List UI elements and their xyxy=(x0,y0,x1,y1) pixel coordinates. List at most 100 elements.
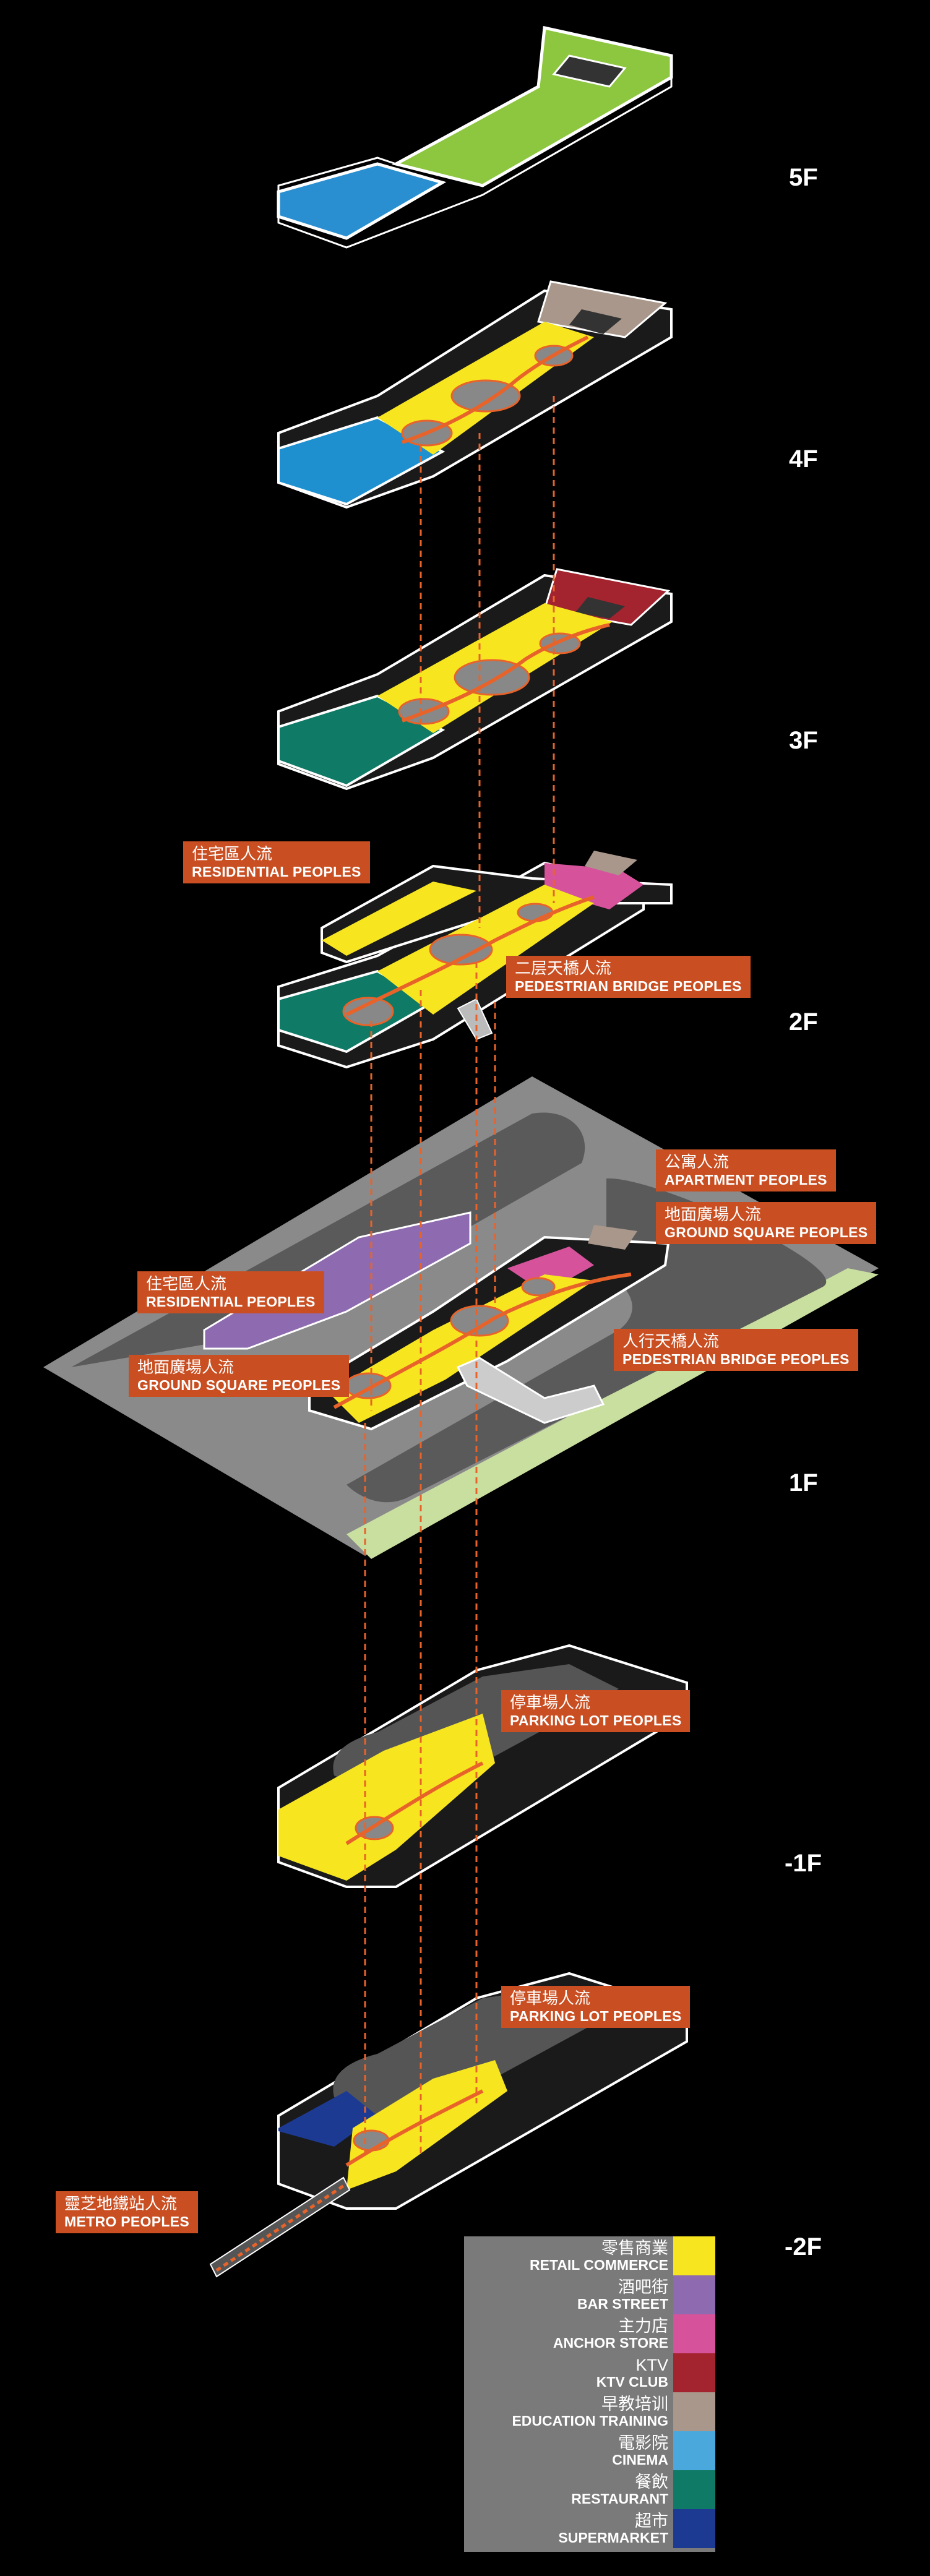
floor-label-3f: 3F xyxy=(789,727,818,754)
legend-en: RESTAURANT xyxy=(571,2491,668,2507)
3f-ktv-void xyxy=(575,597,625,619)
legend-item-cinema: 電影院 CINEMA xyxy=(464,2431,715,2470)
callout-residential-2f: 住宅區人流 RESIDENTIAL PEOPLES xyxy=(183,841,370,884)
1f-bar-street xyxy=(203,1211,471,1350)
callout-ground-square-1f-right: 地面廣場人流 GROUND SQUARE PEOPLES xyxy=(656,1202,877,1245)
legend-text: 超市 SUPERMARKET xyxy=(558,2512,668,2546)
callout-cn: 地面廣場人流 xyxy=(137,1358,235,1376)
5f-green-roof xyxy=(392,25,673,187)
legend-cn: 零售商業 xyxy=(601,2239,668,2257)
b2-metro-flow xyxy=(215,2182,348,2272)
callout-cn: 住宅區人流 xyxy=(146,1274,227,1293)
callout-pedestrian-bridge-1f: 人行天橋人流 PEDESTRIAN BRIDGE PEOPLES xyxy=(614,1329,858,1372)
1f-atrium-3 xyxy=(521,1277,556,1297)
legend-en: RETAIL COMMERCE xyxy=(529,2257,668,2273)
legend-swatch xyxy=(673,2431,715,2470)
callout-parking-b1: 停車場人流 PARKING LOT PEOPLES xyxy=(501,1690,691,1733)
legend-swatch xyxy=(673,2314,715,2353)
4f-cinema-block xyxy=(277,416,446,506)
b2-retail xyxy=(347,2060,507,2190)
floor-2f-plan xyxy=(277,851,673,1069)
callout-cn: 二层天橋人流 xyxy=(515,959,612,977)
callout-en: METRO PEOPLES xyxy=(64,2213,189,2230)
legend-swatch xyxy=(673,2236,715,2275)
floor-label-1f: 1F xyxy=(789,1469,818,1496)
callout-residential-1f: 住宅區人流 RESIDENTIAL PEOPLES xyxy=(137,1271,324,1314)
legend-cn: 電影院 xyxy=(618,2434,668,2452)
2f-atrium-2 xyxy=(429,934,493,966)
vertical-flow-lines xyxy=(364,396,555,2159)
legend-cn: 早教培训 xyxy=(601,2395,668,2413)
1f-flow-path xyxy=(333,1273,632,1409)
legend-swatch xyxy=(673,2275,715,2314)
floor-4f-plan xyxy=(277,280,673,509)
legend-text: 主力店 ANCHOR STORE xyxy=(553,2317,668,2351)
callout-cn: 住宅區人流 xyxy=(192,844,273,863)
floor-5f-plan xyxy=(277,25,673,249)
b2-metro-tunnel xyxy=(209,2176,351,2278)
callout-cn: 靈芝地鐵站人流 xyxy=(64,2194,178,2213)
1f-pedestrian-bridge xyxy=(456,1357,605,1424)
legend-cn: 主力店 xyxy=(618,2317,668,2335)
callout-en: PARKING LOT PEOPLES xyxy=(510,1712,682,1728)
legend-swatch xyxy=(673,2392,715,2431)
2f-atrium-3 xyxy=(517,903,554,922)
callout-pedestrian-bridge-2f: 二层天橋人流 PEDESTRIAN BRIDGE PEOPLES xyxy=(506,956,751,998)
legend-item-retail: 零售商業 RETAIL COMMERCE xyxy=(464,2236,715,2275)
1f-road-loop xyxy=(347,1178,827,1503)
3f-flow-path xyxy=(401,623,610,723)
callout-ground-square-1f-left: 地面廣場人流 GROUND SQUARE PEOPLES xyxy=(129,1355,350,1397)
1f-atrium-2 xyxy=(450,1305,509,1337)
b2-atrium xyxy=(353,2129,390,2152)
legend-text: 電影院 CINEMA xyxy=(612,2434,668,2468)
legend-en: EDUCATION TRAINING xyxy=(512,2413,668,2429)
legend-item-education: 早教培训 EDUCATION TRAINING xyxy=(464,2392,715,2431)
legend-text: 零售商業 RETAIL COMMERCE xyxy=(530,2239,668,2273)
legend-swatch xyxy=(673,2470,715,2509)
legend-item-bar-street: 酒吧街 BAR STREET xyxy=(464,2275,715,2314)
callout-cn: 公寓人流 xyxy=(665,1153,730,1171)
2f-education-block xyxy=(585,851,637,875)
callout-cn: 停車場人流 xyxy=(510,1693,591,1712)
5f-roof-opening xyxy=(552,54,627,88)
floor-label-b1: -1F xyxy=(785,1850,822,1877)
3f-restaurant-block xyxy=(277,694,446,788)
legend-text: 餐飲 RESTAURANT xyxy=(571,2473,668,2507)
b1-retail xyxy=(278,1714,495,1881)
2f-flow-path xyxy=(345,895,595,1016)
legend-item-ktv: KTV KTV CLUB xyxy=(464,2353,715,2392)
legend-item-restaurant: 餐飲 RESTAURANT xyxy=(464,2470,715,2509)
floor-label-2f: 2F xyxy=(789,1008,818,1036)
legend-swatch xyxy=(673,2509,715,2548)
legend-text: 酒吧街 BAR STREET xyxy=(577,2278,668,2312)
legend-swatch xyxy=(673,2353,715,2392)
floor-label-b2: -2F xyxy=(785,2233,822,2260)
callout-cn: 人行天橋人流 xyxy=(622,1332,720,1350)
3f-ktv-block xyxy=(543,568,671,626)
4f-flow-path xyxy=(401,335,589,444)
legend-en: KTV CLUB xyxy=(596,2374,668,2390)
legend-en: BAR STREET xyxy=(577,2296,668,2312)
legend-en: CINEMA xyxy=(612,2452,668,2468)
callout-apartment-1f: 公寓人流 APARTMENT PEOPLES xyxy=(656,1149,836,1192)
legend-cn: 超市 xyxy=(635,2512,668,2530)
legend-cn: 酒吧街 xyxy=(618,2278,668,2296)
2f-atrium-1 xyxy=(342,997,394,1026)
legend-cn: KTV xyxy=(635,2356,668,2374)
callout-en: PEDESTRIAN BRIDGE PEOPLES xyxy=(622,1350,850,1367)
legend-en: ANCHOR STORE xyxy=(553,2335,668,2351)
callout-en: GROUND SQUARE PEOPLES xyxy=(137,1376,341,1393)
callout-parking-b2: 停車場人流 PARKING LOT PEOPLES xyxy=(501,1986,691,2029)
floor-b1-plan xyxy=(277,1644,688,1888)
1f-education-block xyxy=(588,1225,637,1250)
callout-en: PEDESTRIAN BRIDGE PEOPLES xyxy=(515,977,742,994)
legend-item-anchor-store: 主力店 ANCHOR STORE xyxy=(464,2314,715,2353)
4f-education-block xyxy=(537,280,668,338)
1f-atrium-1 xyxy=(345,1372,392,1399)
floor-3f-plan xyxy=(277,568,673,791)
floor-label-5f: 5F xyxy=(789,164,818,191)
legend-text: KTV KTV CLUB xyxy=(596,2356,668,2390)
callout-cn: 地面廣場人流 xyxy=(665,1205,762,1224)
b1-flow-path xyxy=(345,1761,484,1845)
